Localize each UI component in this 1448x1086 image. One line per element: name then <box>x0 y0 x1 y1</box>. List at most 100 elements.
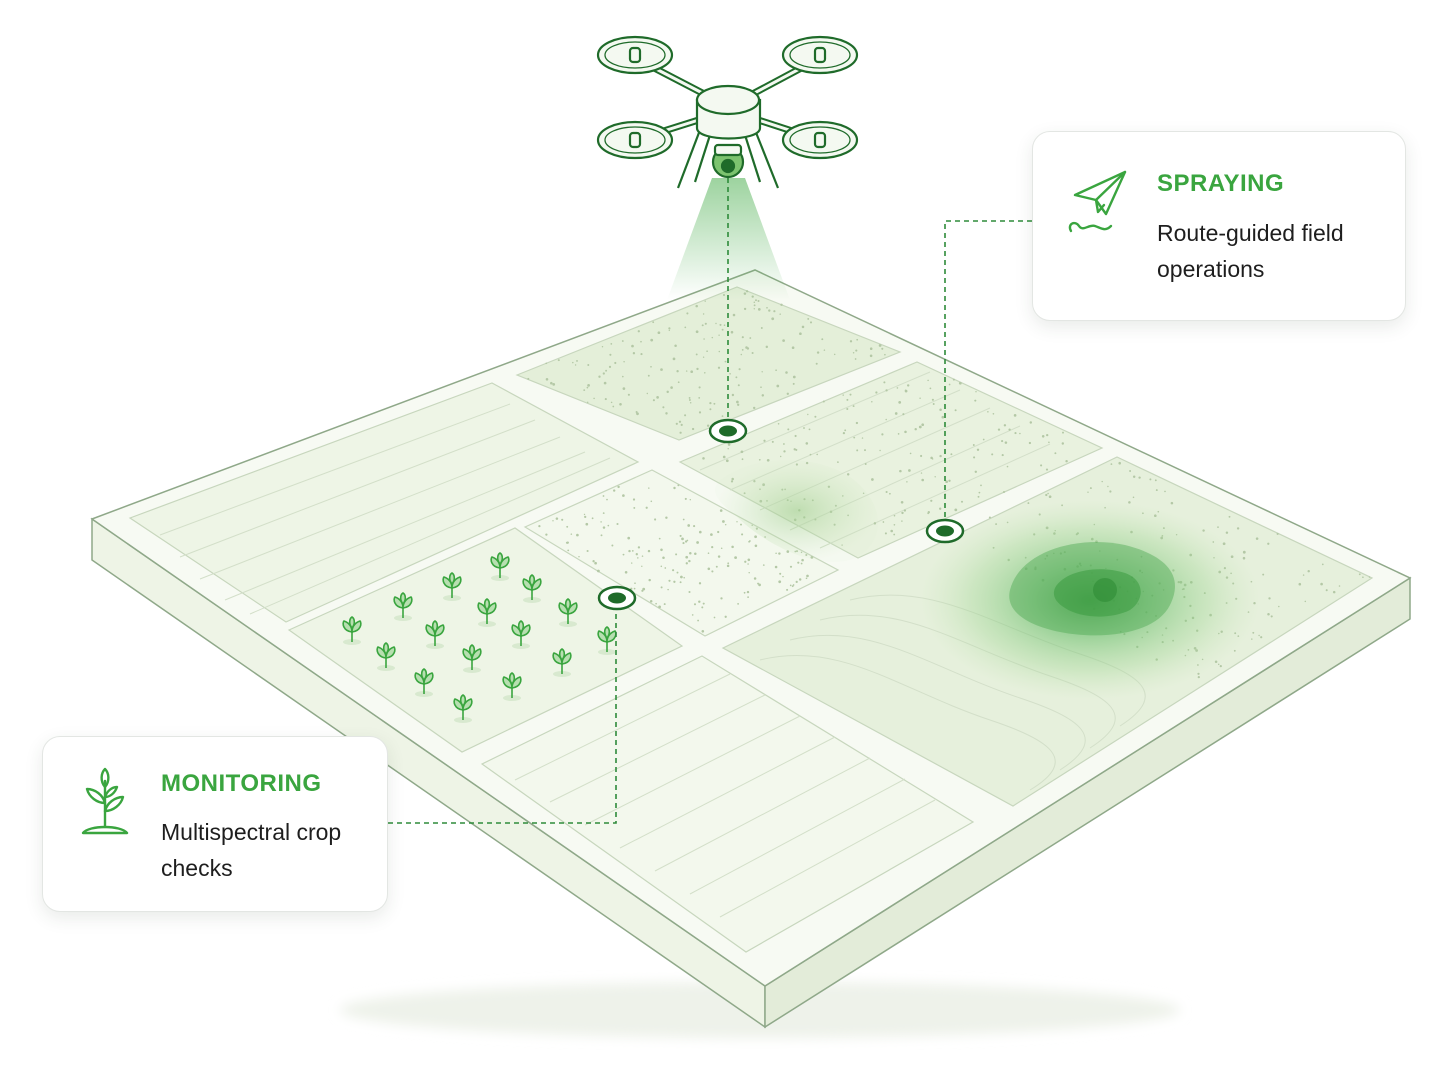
texture-dot <box>611 544 614 547</box>
texture-dot <box>1149 478 1152 481</box>
texture-dot <box>608 365 612 368</box>
texture-dot <box>736 400 739 404</box>
texture-dot <box>1368 576 1371 578</box>
texture-dot <box>978 491 981 494</box>
texture-dot <box>952 378 955 381</box>
texture-dot <box>702 457 705 460</box>
texture-dot <box>694 552 697 555</box>
texture-dot <box>711 545 714 549</box>
texture-dot <box>567 549 570 552</box>
texture-dot <box>1270 615 1273 618</box>
texture-dot <box>527 377 530 380</box>
texture-dot <box>900 500 904 504</box>
texture-dot <box>1014 432 1017 435</box>
texture-dot <box>846 398 849 401</box>
texture-dot <box>753 406 756 410</box>
texture-dot <box>792 375 796 379</box>
texture-dot <box>747 596 749 598</box>
texture-dot <box>909 452 912 455</box>
texture-dot <box>668 579 671 582</box>
texture-dot <box>711 570 714 573</box>
texture-dot <box>602 372 605 375</box>
texture-dot <box>758 458 761 461</box>
texture-dot <box>695 353 698 356</box>
texture-dot <box>693 525 696 528</box>
texture-dot <box>698 600 701 603</box>
texture-dot <box>736 521 738 523</box>
texture-dot <box>682 518 685 521</box>
texture-dot <box>678 420 682 423</box>
texture-dot <box>807 413 809 416</box>
texture-dot <box>1320 582 1323 586</box>
texture-dot <box>853 436 856 439</box>
texture-dot <box>899 469 902 473</box>
texture-dot <box>906 481 908 483</box>
texture-dot <box>893 533 896 536</box>
texture-dot <box>627 536 631 540</box>
texture-dot <box>656 396 659 399</box>
texture-dot <box>754 535 757 539</box>
texture-dot <box>1061 442 1065 445</box>
monitoring-title: MONITORING <box>161 770 322 797</box>
texture-dot <box>632 352 636 355</box>
texture-dot <box>792 584 795 586</box>
texture-dot <box>561 518 564 521</box>
texture-dot <box>883 381 886 384</box>
texture-dot <box>1089 487 1092 490</box>
texture-dot <box>987 411 989 413</box>
field-bottom <box>480 655 975 953</box>
texture-dot <box>791 346 795 350</box>
texture-dot <box>680 423 683 426</box>
crop-plant-icon <box>425 620 445 649</box>
texture-dot <box>748 540 750 543</box>
texture-dot <box>1101 480 1103 483</box>
texture-dot <box>696 367 699 371</box>
crop-plant-icon <box>490 552 510 581</box>
texture-dot <box>991 453 994 456</box>
texture-dot <box>814 415 817 418</box>
texture-dot <box>948 479 951 482</box>
texture-dot <box>1242 550 1246 554</box>
texture-dot <box>641 565 643 568</box>
texture-dot <box>893 514 896 517</box>
texture-dot <box>657 331 661 335</box>
texture-dot <box>1110 463 1113 465</box>
texture-dot <box>684 540 688 543</box>
texture-dot <box>715 322 717 325</box>
texture-dot <box>800 562 803 565</box>
texture-dot <box>555 517 559 520</box>
texture-dot <box>652 399 655 402</box>
texture-dot <box>602 495 605 497</box>
texture-dot <box>746 590 750 594</box>
texture-dot <box>894 412 898 415</box>
texture-dot <box>844 429 847 432</box>
drone-beam <box>667 178 790 300</box>
crop-plant-icon <box>502 672 522 701</box>
texture-dot <box>703 338 705 340</box>
texture-dot <box>1332 590 1336 594</box>
texture-dot <box>901 520 903 522</box>
texture-dot <box>799 332 802 336</box>
crop-plant-icon <box>511 620 531 649</box>
texture-dot <box>550 381 553 385</box>
texture-dot <box>702 356 705 358</box>
texture-dot <box>685 562 688 565</box>
texture-dot <box>1054 452 1057 455</box>
texture-dot <box>689 402 692 404</box>
texture-dot <box>747 558 751 562</box>
texture-dot <box>741 336 744 339</box>
texture-dot <box>918 425 922 429</box>
texture-dot <box>598 375 601 378</box>
texture-dot <box>662 556 665 560</box>
texture-dot <box>1268 597 1271 600</box>
texture-dot <box>685 370 688 372</box>
texture-dot <box>1029 421 1033 424</box>
texture-dot <box>621 340 624 342</box>
texture-dot <box>717 555 721 558</box>
texture-dot <box>753 301 756 303</box>
texture-dot <box>691 614 694 616</box>
texture-dot <box>646 392 649 395</box>
texture-dot <box>664 567 667 569</box>
texture-dot <box>778 552 781 555</box>
